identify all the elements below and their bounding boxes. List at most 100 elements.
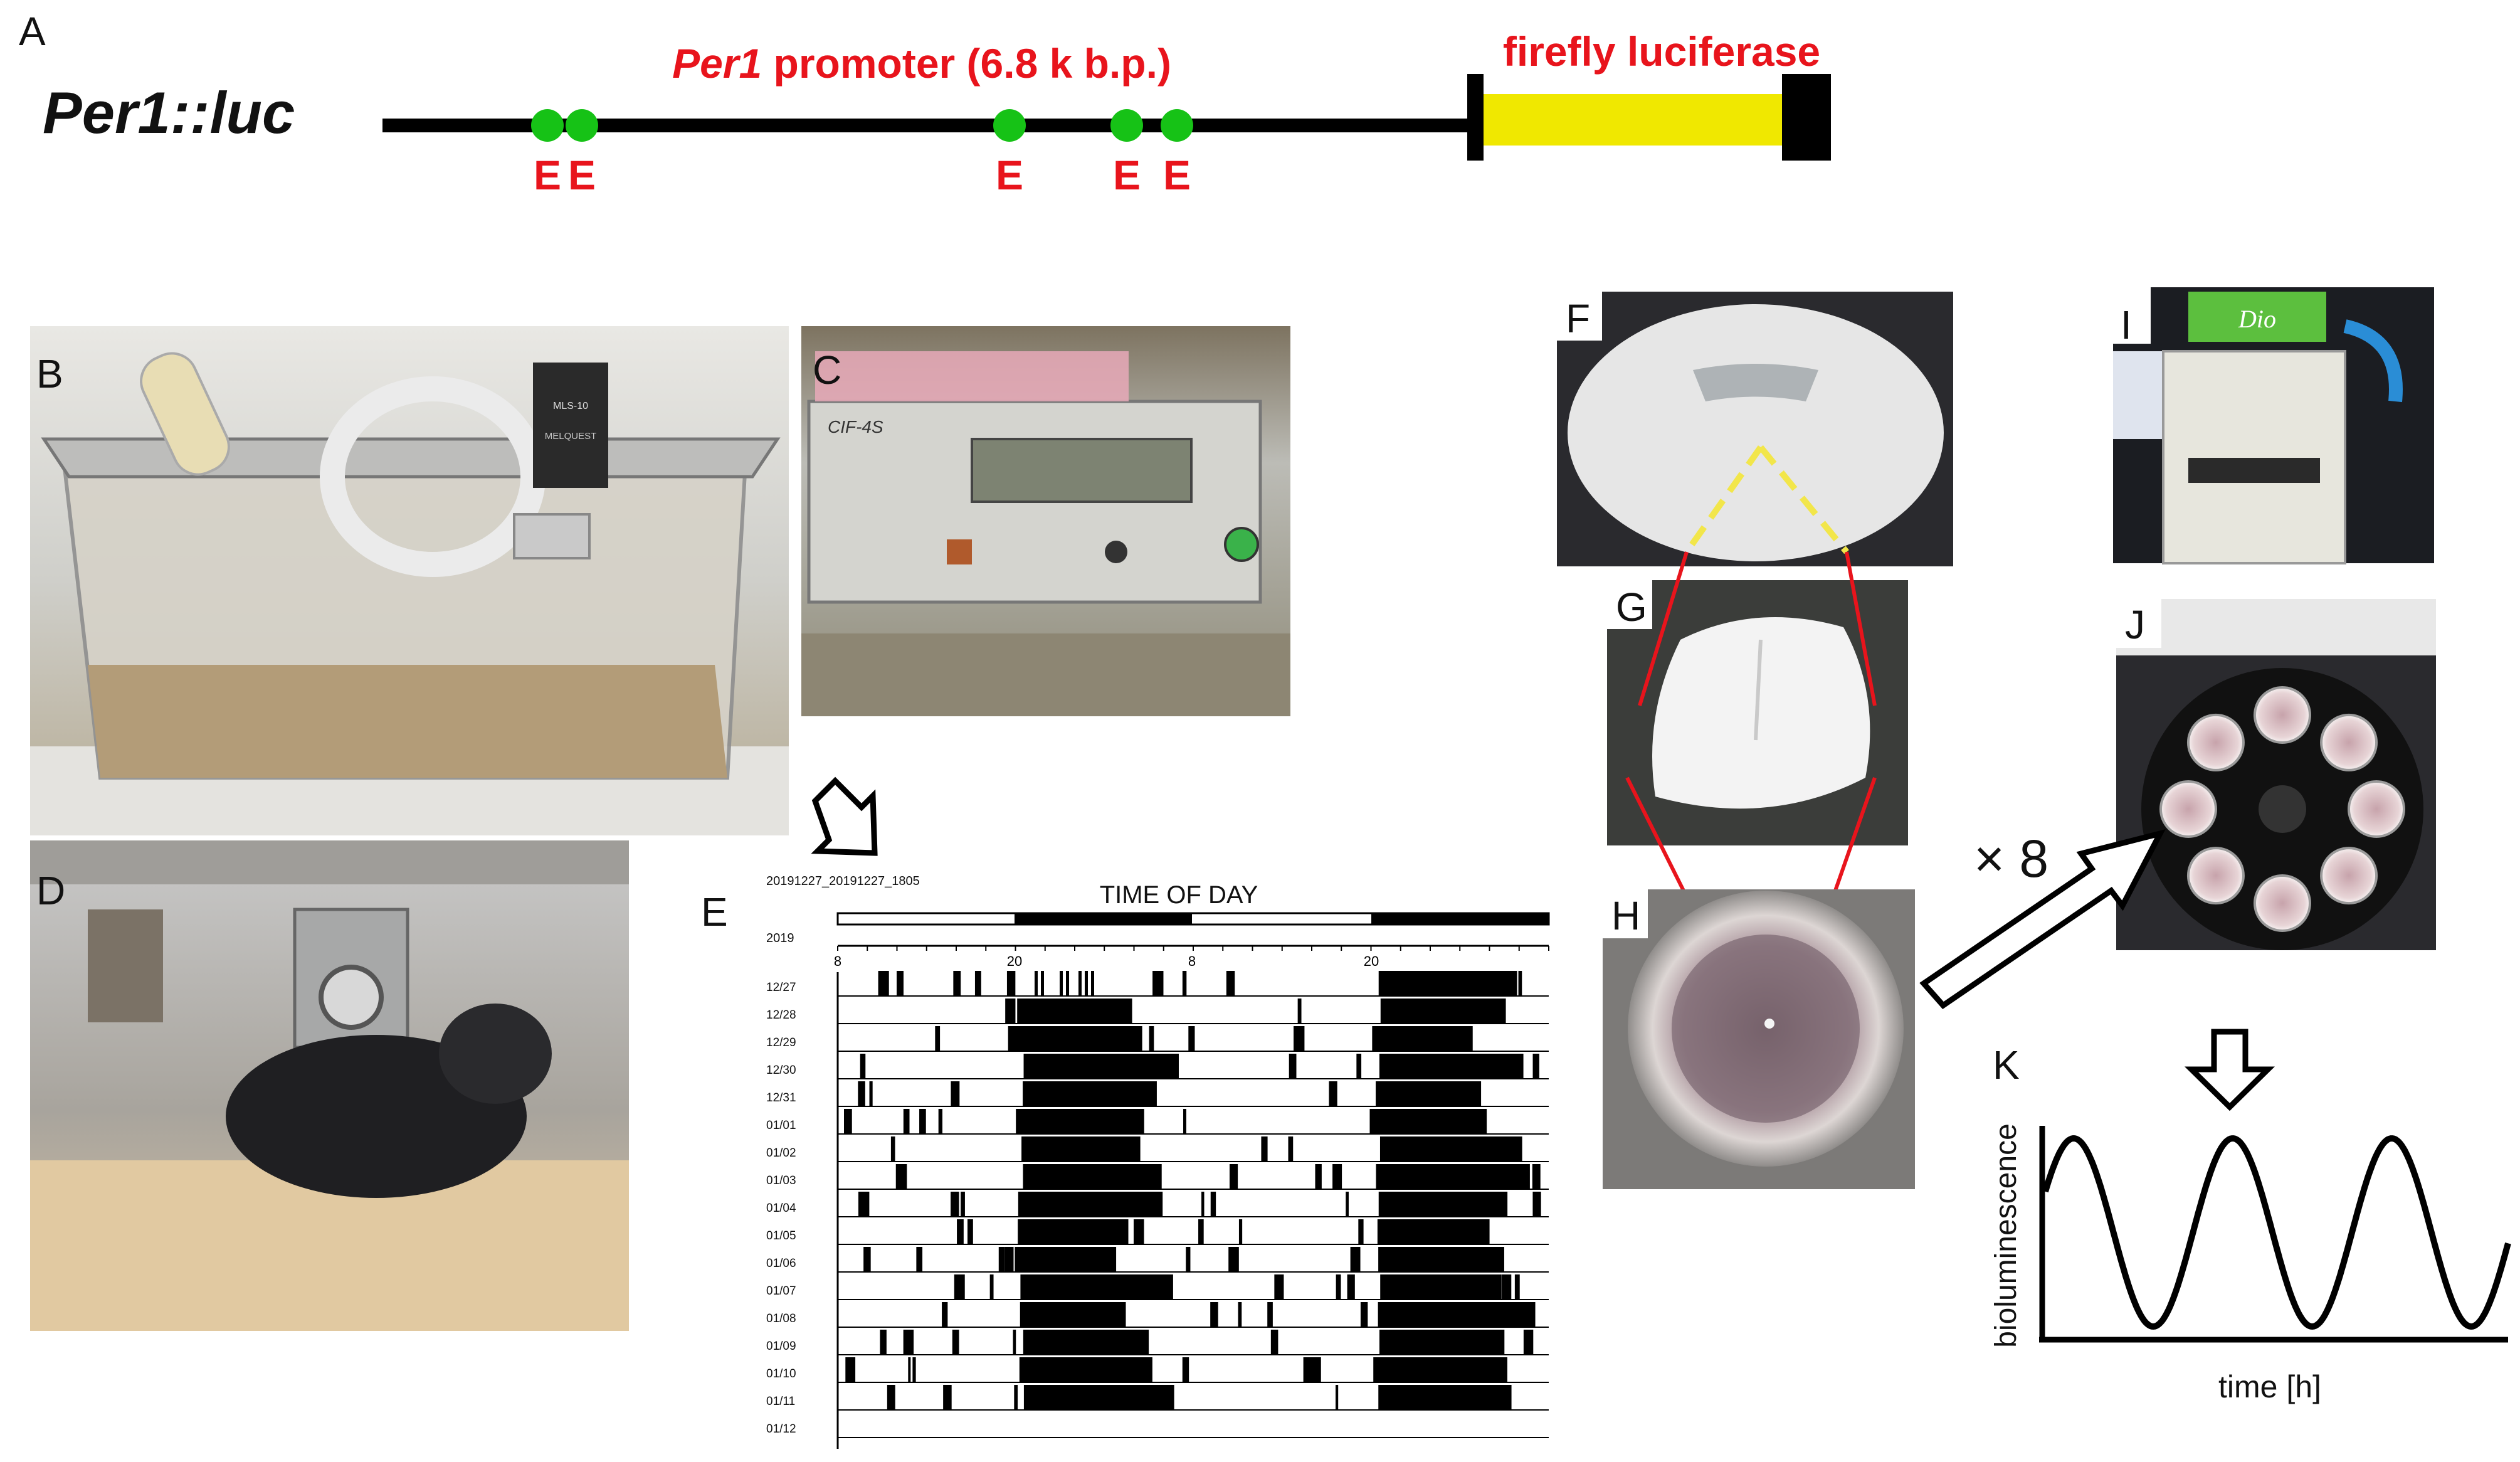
activity-bar (1088, 1330, 1094, 1355)
activity-bar (1110, 1302, 1114, 1327)
activity-bar (1090, 1109, 1096, 1134)
activity-bar (961, 1192, 965, 1217)
dark-phase-1 (1015, 913, 1192, 924)
activity-bar (1356, 1054, 1362, 1079)
actogram-date-label: 01/06 (766, 1257, 796, 1270)
actogram-date-label: 12/28 (766, 1009, 796, 1022)
panel-label-g-bg (1607, 580, 1652, 629)
activity-bar (895, 1164, 907, 1189)
photo-cage: MLS-10 MELQUEST B (30, 326, 789, 835)
activity-bar (1350, 1247, 1361, 1272)
activity-bar (1395, 1081, 1406, 1106)
wheel-rim-top (30, 840, 629, 884)
dish-positions (2159, 686, 2405, 932)
scn-explant (1764, 1019, 1774, 1029)
sensor-model: MLS-10 (553, 401, 588, 411)
activity-bar (998, 1247, 1005, 1272)
promoter-size: promoter (6.8 k b.p.) (762, 40, 1171, 87)
activity-bar (1136, 1136, 1141, 1162)
activity-bar (1288, 1136, 1294, 1162)
activity-block (1373, 1357, 1507, 1382)
photo-counter: CIF-4S C (801, 326, 1290, 716)
ebox-label: E (1163, 152, 1191, 198)
activity-bar (1376, 1026, 1388, 1051)
ebox-site (1110, 109, 1143, 142)
activity-bar (1509, 1054, 1512, 1079)
actogram-date-label: 12/30 (766, 1064, 796, 1077)
activity-bar (858, 1192, 870, 1217)
counter-power-light (1224, 527, 1259, 562)
activity-bar (1152, 1192, 1163, 1217)
luminometer-label-plate (2188, 292, 2326, 342)
activity-bar (1229, 1164, 1238, 1189)
panel-label-e: E (701, 889, 728, 935)
activity-block (1380, 1274, 1502, 1300)
activity-bar (1183, 1109, 1186, 1134)
activity-bar (890, 1136, 895, 1162)
activity-bar (1035, 971, 1038, 996)
actogram-date-label: 01/11 (766, 1395, 795, 1408)
activity-bar (1532, 1164, 1541, 1189)
activity-bar (1358, 1219, 1364, 1244)
dish-position (2186, 713, 2245, 771)
activity-bar (1130, 1026, 1139, 1051)
actogram-date-label: 01/01 (766, 1119, 796, 1132)
activity-block (1020, 1302, 1126, 1327)
actogram-title: TIME OF DAY (1100, 881, 1258, 909)
activity-bar (1069, 1026, 1076, 1051)
zoom-line-fg-left (1638, 551, 1689, 706)
rhythm-y-label: bioluminescence (1990, 1123, 2023, 1348)
activity-bar (1479, 1385, 1482, 1410)
activity-bar (1210, 1302, 1218, 1327)
activity-bar (1101, 1385, 1107, 1410)
dark-phase-2 (1371, 913, 1549, 924)
actogram-rows: 12/2712/2812/2912/3012/3101/0101/0201/03… (766, 971, 1549, 1438)
luciferase-left-cap (1467, 74, 1484, 161)
activity-bar (1085, 971, 1088, 996)
activity-bar (1150, 1054, 1154, 1079)
water-bottle (140, 352, 230, 476)
activity-bar (1186, 1247, 1191, 1272)
activity-bar (919, 1109, 926, 1134)
activity-bar (1073, 999, 1077, 1024)
activity-bar (1226, 971, 1235, 996)
activity-bar (1523, 1330, 1534, 1355)
ebox-site (1161, 109, 1193, 142)
hour-tick-3: 8 (1188, 953, 1196, 969)
actogram-date-label: 01/05 (766, 1229, 796, 1242)
activity-block (1378, 1302, 1536, 1327)
hour-tick-1: 8 (834, 953, 841, 969)
rhythm-x-label: time [h] (2218, 1369, 2321, 1404)
activity-bar (1210, 1192, 1216, 1217)
panel-label-f: F (1566, 296, 1590, 341)
activity-bar (1360, 1302, 1368, 1327)
activity-bar (1270, 1330, 1278, 1355)
activity-bar (1149, 1026, 1154, 1051)
activity-bar (952, 1330, 959, 1355)
activity-block (1378, 1385, 1512, 1410)
promoter-label: Per1 promoter (6.8 k b.p.) (672, 40, 1171, 87)
actogram-ticks (837, 946, 1549, 951)
activity-bar (967, 1219, 973, 1244)
activity-bar (1058, 1330, 1063, 1355)
reporter-label: firefly luciferase (1503, 28, 1820, 75)
activity-bar (1132, 1109, 1135, 1134)
activity-block (1379, 1054, 1524, 1079)
activity-block (1017, 999, 1126, 1024)
activity-bar (1013, 1330, 1016, 1355)
activity-block (1016, 1026, 1142, 1051)
activity-bar (1448, 1081, 1453, 1106)
activity-bar (887, 1385, 895, 1410)
activity-bar (1518, 971, 1522, 996)
actogram-date-label: 12/31 (766, 1091, 796, 1104)
sensor-brand: MELQUEST (545, 431, 597, 442)
activity-block (1020, 1274, 1173, 1300)
activity-bar (1303, 1357, 1310, 1382)
photo-scn-tissue: G (1607, 580, 1908, 845)
activity-bar (1055, 1136, 1058, 1162)
activity-bar (1049, 1109, 1059, 1134)
arrow-dish-to-turntable (1919, 829, 2166, 1009)
activity-bar (1122, 999, 1132, 1024)
panel-label-j-bg (2116, 599, 2161, 648)
scn-tissue (1652, 617, 1870, 809)
